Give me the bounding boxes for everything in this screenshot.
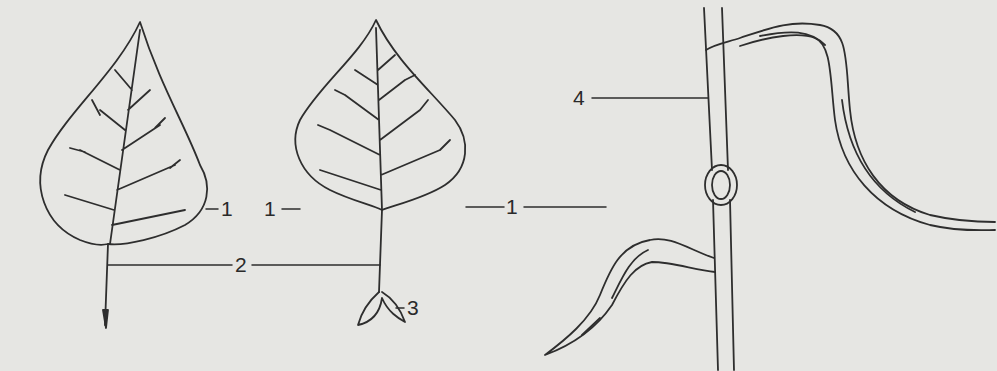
stem bbox=[704, 8, 734, 370]
leaf-veins bbox=[760, 32, 915, 212]
leaf-veins bbox=[65, 30, 185, 244]
callout-number: 1 bbox=[504, 196, 520, 217]
leaf-blade bbox=[295, 20, 465, 210]
leaf-blade bbox=[545, 239, 715, 355]
callout-number: 3 bbox=[405, 297, 421, 318]
stem-node bbox=[705, 165, 737, 205]
stipules bbox=[358, 292, 405, 325]
petiole-tip bbox=[103, 310, 108, 328]
leaf-sheath bbox=[706, 23, 995, 230]
leaf-veins bbox=[318, 28, 450, 210]
callout-number: 1 bbox=[219, 198, 235, 219]
callout-number: 1 bbox=[262, 198, 278, 219]
leader-lines bbox=[108, 98, 708, 308]
leaf-veins bbox=[582, 250, 648, 335]
callout-number: 2 bbox=[233, 254, 249, 275]
stem-node-inner bbox=[712, 171, 730, 199]
petiole bbox=[379, 210, 382, 292]
leaf-blade bbox=[40, 22, 207, 245]
callout-number: 4 bbox=[571, 87, 587, 108]
